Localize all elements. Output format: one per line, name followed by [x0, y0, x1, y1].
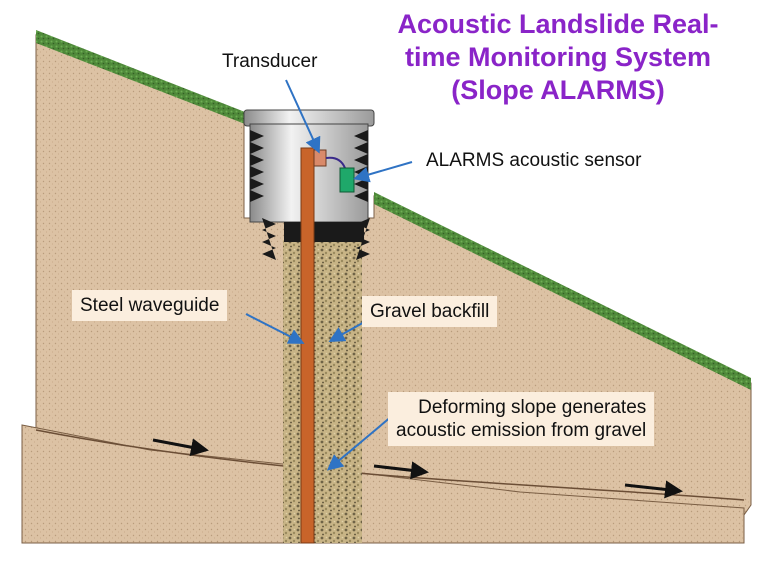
movement-arrow-icon [373, 461, 429, 480]
title-line-3: (Slope ALARMS) [451, 75, 665, 105]
backfill-label: Gravel backfill [362, 296, 498, 327]
waveguide-label: Steel waveguide [72, 290, 228, 321]
gravel-backfill-column [283, 240, 362, 543]
emission-label-line-2: acoustic emission from gravel [396, 420, 647, 441]
movement-arrow-icon [152, 438, 209, 457]
emission-label-line-1: Deforming slope generates [418, 397, 647, 418]
grass-upper [36, 30, 245, 124]
emission-pointer [326, 415, 393, 471]
acoustic-sensor-icon [339, 167, 355, 193]
title-line-2: time Monitoring System [404, 42, 712, 72]
emission-label: Deforming slope generates acoustic emiss… [388, 392, 655, 446]
transducer-block [313, 149, 327, 167]
diagram-title: Acoustic Landslide Real- time Monitoring… [356, 8, 760, 107]
steel-waveguide [300, 147, 315, 544]
sensor-label: ALARMS acoustic sensor [426, 150, 642, 171]
waveguide-pointer [245, 313, 305, 344]
title-line-1: Acoustic Landslide Real- [397, 9, 719, 39]
transducer-label: Transducer [222, 51, 318, 72]
transducer-pointer [285, 79, 321, 154]
sensor-pointer [353, 161, 413, 183]
movement-arrow-icon [624, 480, 683, 499]
grass-lower [374, 192, 751, 390]
